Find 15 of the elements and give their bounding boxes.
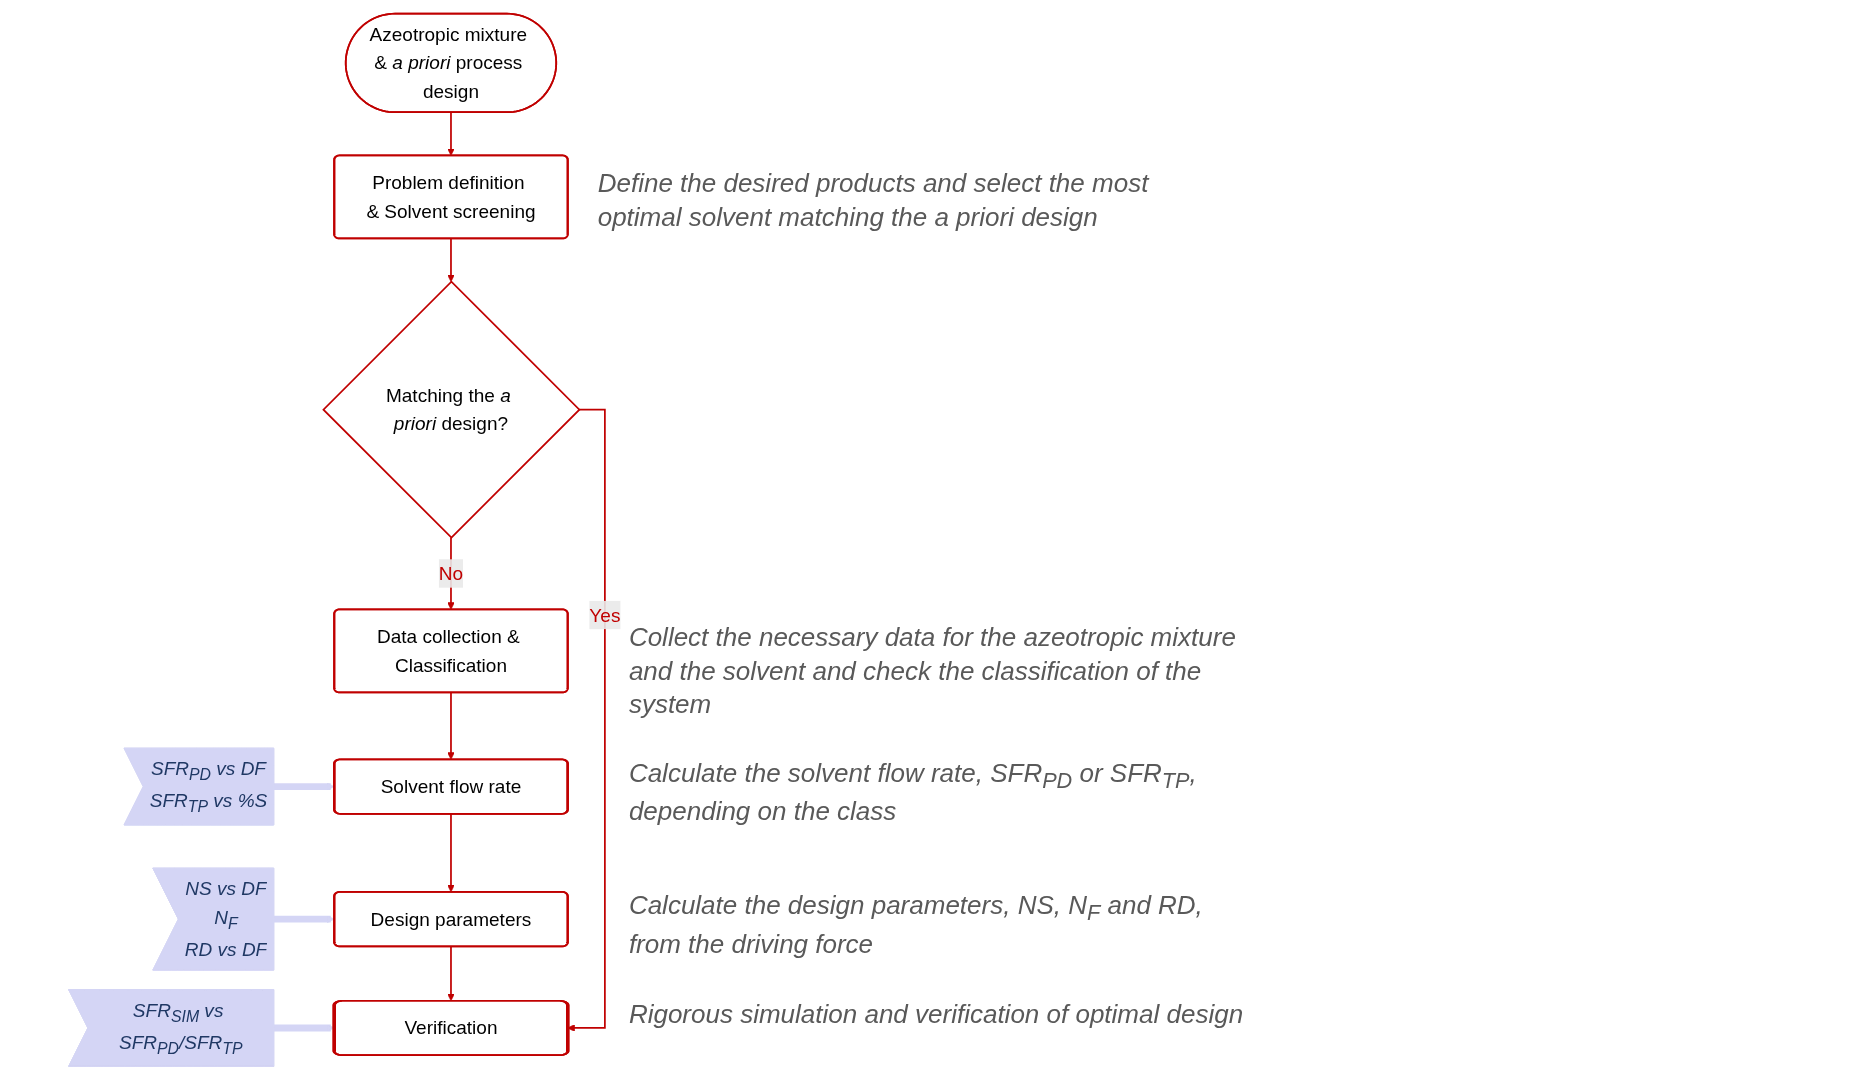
arrow: [273, 1024, 335, 1032]
arrow: [273, 915, 335, 923]
step-description: Calculate the design parameters, NS, N$_{F}$ and RD, from the driving force: [628, 889, 1204, 961]
arrow: [273, 782, 335, 791]
arrow: [447, 237, 455, 283]
step-description: Collect the necessary data for the azeotropic mixture and the solvent and check the classification of the system: [628, 620, 1237, 722]
arrow: [567, 408, 606, 1032]
edge-label: Yes: [589, 604, 621, 626]
edge-label: No: [438, 562, 464, 585]
arrow: [447, 111, 455, 156]
step-description: Rigorous simulation and verification of optimal design: [628, 997, 1245, 1031]
step-description: Calculate the solvent flow rate, SFR$_{PD}$ or SFR$_{TP}$, depending on the class: [628, 756, 1198, 828]
arrow: [447, 691, 455, 760]
step-description: Define the desired products and select the most optimal solvent matching the a priori design: [597, 166, 1151, 234]
node-diamond: Matching the a priori design?: [322, 280, 581, 539]
